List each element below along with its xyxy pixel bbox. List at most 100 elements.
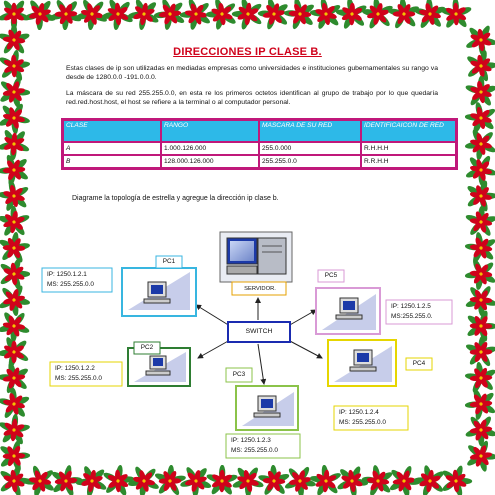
table-cell: 1.000.126.000 xyxy=(160,141,260,156)
connection-lines xyxy=(195,297,323,385)
poinsettia-icon xyxy=(467,50,495,82)
poinsettia-icon xyxy=(0,50,31,81)
poinsettia-icon xyxy=(0,76,31,108)
pc2-ip: IP: 1250.1.2.2 xyxy=(52,364,98,374)
mask-paragraph: La máscara de su red 255.255.0.0, en est… xyxy=(66,90,438,107)
poinsettia-icon xyxy=(467,180,495,212)
header-cell: IDENTIFICAICON DE RED xyxy=(360,118,458,143)
header-cell: RANGO xyxy=(160,118,260,143)
poinsettia-icon xyxy=(0,387,30,418)
poinsettia-icon xyxy=(128,466,159,495)
poinsettia-icon xyxy=(465,286,495,317)
poinsettia-icon xyxy=(76,0,107,31)
pc5-computer-icon xyxy=(315,287,381,335)
switch-label: SWITCH xyxy=(245,328,273,335)
poinsettia-icon xyxy=(0,258,31,290)
intro-paragraph: Estas clases de ip son utilizadas en med… xyxy=(66,65,438,82)
poinsettia-icon xyxy=(464,259,495,290)
pc3-computer-icon xyxy=(235,385,299,431)
poinsettia-icon xyxy=(51,465,83,495)
pc5-name: PC5 xyxy=(319,271,343,280)
poinsettia-icon xyxy=(258,464,290,495)
table-cell: 255.0.000 xyxy=(258,141,362,156)
poinsettia-icon xyxy=(335,0,367,29)
poinsettia-icon xyxy=(465,75,495,106)
table-cell: A xyxy=(61,141,162,156)
page-title: DIRECCIONES IP CLASE B. xyxy=(173,46,322,58)
poinsettia-icon xyxy=(257,0,288,30)
table-cell: B xyxy=(61,154,162,170)
pc2-name: PC2 xyxy=(135,343,159,352)
poinsettia-icon xyxy=(309,0,341,29)
pc4-computer-icon xyxy=(327,339,397,387)
table-header-row: CLASE RANGO MASCARA DE SU RED IDENTIFICA… xyxy=(61,118,458,143)
table-cell: R.R.H.H xyxy=(360,154,458,170)
poinsettia-icon xyxy=(464,361,495,393)
pc1-name: PC1 xyxy=(157,257,181,266)
poinsettia-icon xyxy=(0,231,30,263)
poinsettia-icon xyxy=(0,285,30,317)
poinsettia-icon xyxy=(205,0,236,30)
poinsettia-icon xyxy=(283,0,314,30)
poinsettia-icon xyxy=(414,0,446,28)
poinsettia-icon xyxy=(180,467,212,495)
pc1-mask: MS: 255.255.0.0 xyxy=(44,280,97,290)
poinsettia-icon xyxy=(0,413,30,445)
poinsettia-icon xyxy=(0,103,30,135)
poinsettia-icon xyxy=(0,180,29,211)
poinsettia-icon xyxy=(465,335,495,367)
poinsettia-icon xyxy=(0,312,30,343)
poinsettia-icon xyxy=(0,205,30,236)
poinsettia-icon xyxy=(0,362,28,394)
pc1-computer-icon xyxy=(121,267,197,317)
poinsettia-icon xyxy=(103,464,135,495)
poinsettia-icon xyxy=(153,0,185,30)
poinsettia-icon xyxy=(0,440,31,472)
poinsettia-icon xyxy=(23,465,54,495)
poinsettia-icon xyxy=(206,464,238,495)
poinsettia-icon xyxy=(0,0,30,31)
pc5-ip: IP: 1250.1.2.5 xyxy=(388,302,434,312)
poinsettia-icon xyxy=(464,232,495,263)
poinsettia-icon xyxy=(362,0,393,29)
server-computer-icon xyxy=(219,231,293,283)
poinsettia-icon xyxy=(464,129,495,161)
poinsettia-icon xyxy=(0,337,29,368)
table-cell: 255.255.0.0 xyxy=(258,154,362,170)
pc2-mask: MS: 255.255.0.0 xyxy=(52,374,105,384)
server-label: SERVIDOR. xyxy=(237,285,283,294)
poinsettia-icon xyxy=(284,466,316,495)
poinsettia-icon xyxy=(361,465,393,495)
pc3-name: PC3 xyxy=(227,370,251,379)
diagram-caption: Diagrame la topología de estrella y agre… xyxy=(72,195,279,202)
pc4-name: PC4 xyxy=(407,359,431,368)
table-cell: R.H.H.H xyxy=(360,141,458,156)
poinsettia-icon xyxy=(467,440,495,472)
switch-box xyxy=(227,321,291,343)
poinsettia-icon xyxy=(102,0,133,31)
pc3-ip: IP: 1250.1.2.3 xyxy=(228,436,274,446)
poinsettia-icon xyxy=(442,465,473,495)
pc4-mask: MS: 255.255.0.0 xyxy=(336,418,389,428)
poinsettia-icon xyxy=(232,467,264,495)
poinsettia-icon xyxy=(464,102,495,134)
table-cell: 128.000.126.000 xyxy=(160,154,260,170)
poinsettia-icon xyxy=(179,0,210,30)
poinsettia-icon xyxy=(310,464,341,495)
poinsettia-icon xyxy=(467,310,495,342)
poinsettia-icon xyxy=(0,130,30,161)
header-cell: MASCARA DE SU RED xyxy=(258,118,362,143)
poinsettia-icon xyxy=(50,0,82,31)
poinsettia-icon xyxy=(465,205,495,236)
poinsettia-icon xyxy=(0,23,30,54)
poinsettia-icon xyxy=(413,465,444,495)
pc3-mask: MS: 255.255.0.0 xyxy=(228,446,281,456)
ip-class-table: CLASE RANGO MASCARA DE SU RED IDENTIFICA… xyxy=(61,118,458,170)
poinsettia-icon xyxy=(127,0,159,30)
table-row: B 128.000.126.000 255.255.0.0 R.R.H.H xyxy=(61,154,458,170)
poinsettia-icon xyxy=(465,416,495,447)
poinsettia-icon xyxy=(154,464,186,495)
poinsettia-icon xyxy=(388,0,419,29)
